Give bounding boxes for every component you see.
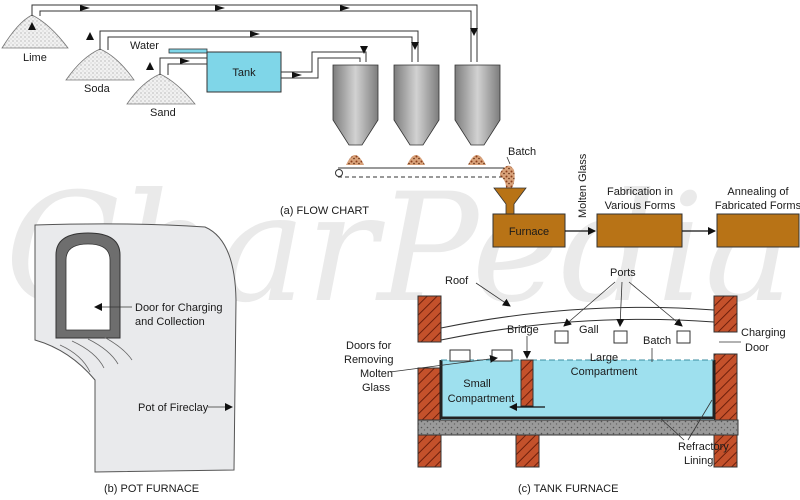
doors-label-line3: Molten [360,368,393,380]
bridge-label: Bridge [507,324,539,336]
port-1 [554,330,569,344]
batch-flow [500,165,515,188]
annealing-label-line2: Fabricated Forms [715,200,800,212]
roof-line-outer [440,306,715,329]
left-wall-upper [417,295,442,343]
refractory-pointer-1 [659,417,685,441]
flow-arrows [28,5,478,78]
pot-door-opening [65,243,111,331]
removal-door-1 [449,349,471,362]
molten-glass-pool [441,360,714,420]
flow-chart-caption: (a) FLOW CHART [280,205,369,217]
refractory-lining [439,360,716,420]
doors-label-line2: Removing [344,354,394,366]
left-wall-lower [417,367,442,421]
ports-pointer-2 [616,281,625,327]
ports-pointer-3 [628,281,683,327]
gall-label: Gall [579,324,599,336]
furnace-floor [417,419,739,436]
removal-door-2 [491,349,513,362]
furnace-box [492,213,566,248]
charging-door-line1: Charging [741,327,786,339]
pot-furnace-caption: (b) POT FURNACE [104,483,199,495]
pot-label: Pot of Fireclay [138,402,209,414]
water-pipe [168,48,208,54]
fabrication-label-line2: Various Forms [605,200,676,212]
soda-pile [65,48,135,81]
soda-label: Soda [84,83,111,95]
post-middle [515,434,540,468]
bridge-wall [520,359,534,407]
sand-pile [126,73,196,105]
hopper-1 [332,64,379,165]
pot-door-label-line1: Door for Charging [135,302,222,314]
lime-pile [1,14,69,49]
large-compartment-line2: Compartment [571,366,638,378]
tank-label: Tank [232,67,256,79]
post-right [713,434,738,468]
roof-pointer [475,282,511,307]
pot-curve-lines [59,336,133,373]
port-2 [613,330,628,344]
doors-label-line4: Glass [362,382,391,394]
fabrication-label-line1: Fabrication in [607,186,673,198]
tank-furnace: Roof Bridge Ports Gall Batch Large Compa… [344,267,786,495]
small-compartment-line2: Compartment [448,393,515,405]
furnace-label: Furnace [509,226,549,238]
port-3 [676,330,691,344]
sand-label: Sand [150,107,176,119]
conveyor-belt [335,167,505,178]
roof-label: Roof [445,275,469,287]
batch-pointer [506,156,511,165]
right-wall-upper [713,295,738,333]
flow-chart: Lime Soda Sand Water [1,4,800,248]
right-wall-lower [713,353,738,421]
fabrication-box [596,213,683,248]
annealing-box [716,213,800,248]
hopper-3 [454,64,501,165]
batch-label: Batch [508,146,536,158]
water-tank [206,51,282,93]
tank-batch-label: Batch [643,335,671,347]
pot-door-label-line2: and Collection [135,316,205,328]
hopper-2 [393,64,440,165]
ports-pointer-1 [563,281,616,327]
large-compartment-line1: Large [590,352,618,364]
molten-glass-label: Molten Glass [577,153,589,218]
conveyor-pipes [31,4,478,79]
doors-pointer [389,354,498,373]
charging-door-line2: Door [745,342,769,354]
doors-label-line1: Doors for [346,340,392,352]
post-left [417,434,442,468]
tank-furnace-caption: (c) TANK FURNACE [518,483,618,495]
water-label: Water [130,40,159,52]
small-compartment-line1: Small [463,378,491,390]
refractory-label-line2: Lining [684,455,713,467]
lime-label: Lime [23,52,47,64]
pot-furnace: Door for Charging and Collection Pot of … [34,223,237,495]
refractory-label-line1: Refractory [678,441,729,453]
ports-label: Ports [610,267,636,279]
refractory-pointer-2 [687,399,713,441]
annealing-label-line1: Annealing of [727,186,789,198]
